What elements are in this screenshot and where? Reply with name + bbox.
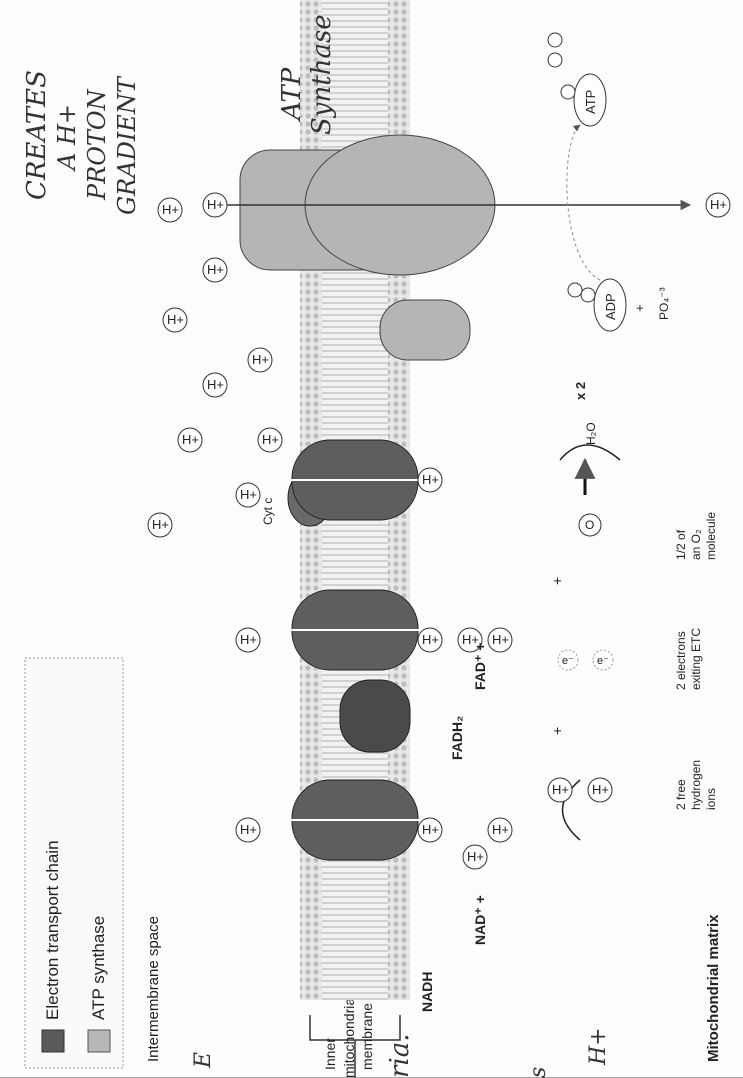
h-ion: H+ <box>240 632 257 647</box>
hand-margin-ria: ria. <box>385 1033 415 1078</box>
eq-plus-1: + <box>549 727 565 735</box>
membrane-label-line2: mitochondrial <box>341 995 357 1078</box>
equation-captions: 2 free hydrogen ions 2 electrons exiting… <box>674 512 718 810</box>
h-ion: H+ <box>262 432 279 447</box>
h-ion: H+ <box>422 822 439 837</box>
hand-margin-s: s <box>526 1067 551 1078</box>
caption-electrons-1: 2 electrons <box>674 631 688 690</box>
h-ion: H+ <box>167 312 184 327</box>
h-ion: H+ <box>207 197 224 212</box>
caption-oxygen-2: an O₂ <box>689 529 703 560</box>
h-ion: H+ <box>240 822 257 837</box>
eq-plus-2: + <box>549 577 565 585</box>
eq-h-ion: H+ <box>592 782 609 797</box>
caption-hydrogen-3: ions <box>704 788 718 810</box>
h-ion: H+ <box>422 472 439 487</box>
eq-times2: x 2 <box>573 382 588 400</box>
eq-electron: e⁻ <box>597 655 609 667</box>
hand-margin-e: E <box>191 1052 216 1069</box>
water-equation: H+ H+ + e⁻ e⁻ + O H₂O x 2 <box>548 382 620 840</box>
legend-atp-label: ATP synthase <box>89 916 108 1020</box>
mitochondrial-matrix-label: Mitochondrial matrix <box>705 914 722 1062</box>
nadh-label: NADH <box>419 972 435 1012</box>
h-ion: H+ <box>710 197 727 212</box>
hand-line-3: PROTON <box>83 88 111 201</box>
po4-label: PO₄⁻³ <box>657 287 671 320</box>
eq-electron: e⁻ <box>562 655 574 667</box>
h-ion: H+ <box>207 262 224 277</box>
adp-label: ADP <box>603 293 618 320</box>
fadh2-label: FADH₂ <box>449 716 465 760</box>
h-ion: H+ <box>422 632 439 647</box>
eq-oxygen: O <box>585 518 594 532</box>
caption-oxygen-3: molecule <box>704 512 718 560</box>
hand-line-4: GRADIENT <box>113 75 141 215</box>
h-ion: H+ <box>152 517 169 532</box>
caption-electrons-2: exiting ETC <box>689 628 703 690</box>
eq-water: H₂O <box>584 422 598 445</box>
adp-group: ADP + PO₄⁻³ <box>568 279 671 331</box>
atp-group: ATP <box>548 33 606 280</box>
etc-complex-2 <box>340 680 410 752</box>
adp-plus: + <box>632 304 647 312</box>
hand-margin-h: H+ <box>586 1027 611 1066</box>
h-ion: H+ <box>162 202 179 217</box>
hand-line-1: CREATES <box>22 70 52 200</box>
legend-etc-label: Electron transport chain <box>43 840 62 1020</box>
hand-line-2: A H+ <box>53 104 81 172</box>
legend-atp-swatch <box>88 1030 110 1052</box>
h-ion: H+ <box>182 432 199 447</box>
nad-label: NAD⁺ + <box>472 895 488 945</box>
membrane-label-line1: Inner <box>322 1038 338 1070</box>
membrane-label-line3: membrane <box>359 1003 375 1070</box>
caption-hydrogen-2: hydrogen <box>689 760 703 810</box>
h-ion: H+ <box>207 377 224 392</box>
legend-etc-swatch <box>42 1030 64 1052</box>
h-ion: H+ <box>240 487 257 502</box>
fad-label: FAD⁺ + <box>472 643 488 690</box>
h-ion: H+ <box>492 632 509 647</box>
intermembrane-space-label: Intermembrane space <box>145 916 162 1062</box>
caption-hydrogen-1: 2 free <box>674 779 688 810</box>
h-ion: H+ <box>252 352 269 367</box>
legend: Electron transport chain ATP synthase <box>25 658 123 1068</box>
h-ion: H+ <box>492 822 509 837</box>
hand-synthase-2: Synthase <box>307 14 337 135</box>
eq-h-ion: H+ <box>552 782 569 797</box>
cyt-c-label: Cyt c <box>261 498 275 525</box>
h-ion: H+ <box>467 849 484 864</box>
hand-synthase-1: ATP <box>277 67 307 122</box>
atp-label: ATP <box>583 90 598 114</box>
caption-oxygen-1: 1/2 of <box>674 529 688 560</box>
